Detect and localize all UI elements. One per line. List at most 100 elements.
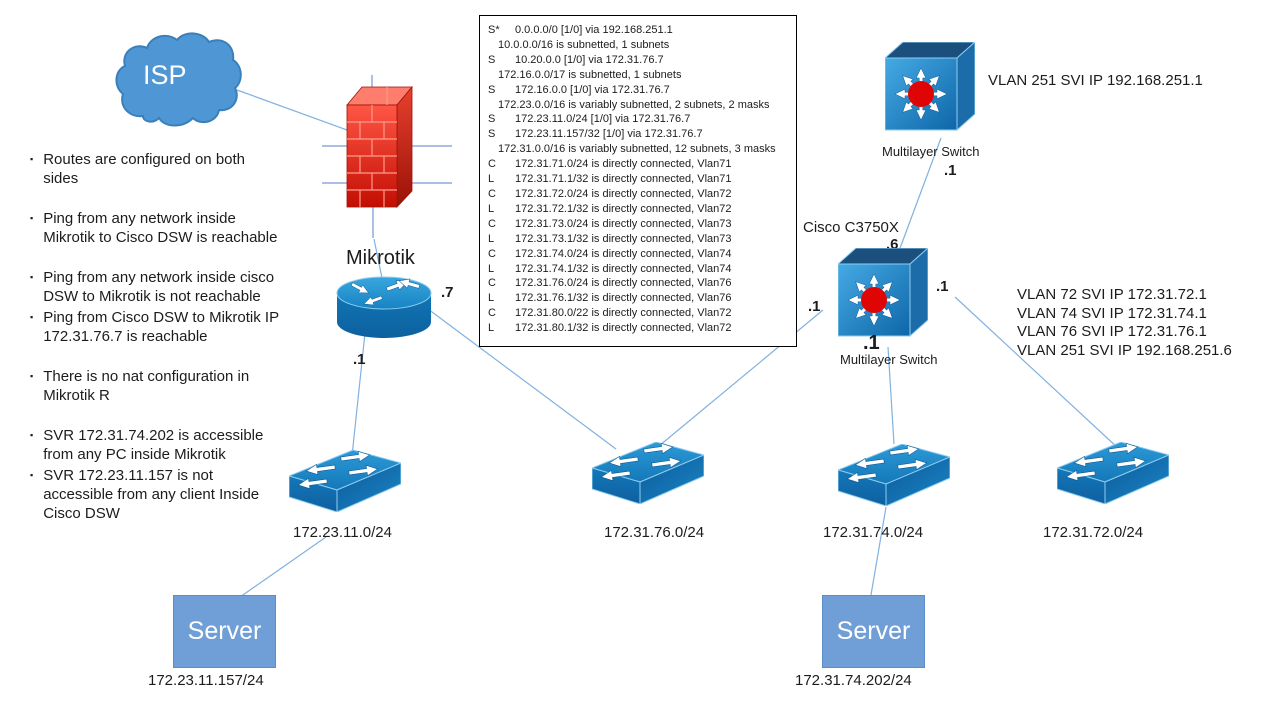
bullet-icon: ▪ [30, 470, 34, 480]
svi-line: VLAN 72 SVI IP 172.31.72.1 [1017, 286, 1207, 303]
route-text: 172.31.73.0/24 is directly connected, Vl… [515, 217, 732, 230]
switch-icon [289, 450, 401, 512]
note-text: Ping from Cisco DSW to Mikrotik IP 172.3… [43, 309, 279, 345]
mls-top-port: .1 [944, 162, 957, 179]
note-item: ▪There is no nat configuration in Mikrot… [30, 367, 284, 405]
switch-icon [592, 442, 704, 504]
c3750x-switch [838, 248, 928, 344]
routing-table: S*0.0.0.0/0 [1/0] via 192.168.251.1 10.0… [479, 15, 797, 347]
link-mikrotik-switch2 [427, 308, 617, 450]
switch-icon [838, 444, 950, 506]
route-text: 172.31.74.0/24 is directly connected, Vl… [515, 247, 732, 260]
route-text: 172.31.76.0/24 is directly connected, Vl… [515, 277, 732, 290]
route-code: C [488, 277, 496, 290]
route-code: C [488, 187, 496, 200]
note-text: Routes are configured on both sides [43, 151, 246, 187]
server-label: Server [836, 617, 911, 645]
c3750x-port-bottom: .1 [863, 332, 880, 354]
c3750x-caption: Multilayer Switch [840, 352, 938, 367]
route-text: 172.23.11.157/32 [1/0] via 172.31.76.7 [515, 128, 703, 141]
isp-label: ISP [143, 60, 187, 90]
route-text: 172.23.0.0/16 is variably subnetted, 2 s… [498, 98, 770, 111]
multilayer-switch-top [885, 42, 975, 138]
note-text: SVR 172.23.11.157 is not accessible from… [43, 467, 260, 522]
bullet-icon: ▪ [30, 371, 34, 381]
route-code: L [488, 262, 495, 275]
bullet-icon: ▪ [30, 430, 34, 440]
route-text: 172.31.71.1/32 is directly connected, Vl… [515, 173, 732, 186]
mikrotik-port-lan: .1 [353, 351, 366, 368]
c3750x-port-left: .1 [808, 298, 821, 315]
c3750x-port-right: .1 [936, 278, 949, 295]
route-text: 172.31.80.1/32 is directly connected, Vl… [515, 322, 732, 335]
multilayer-switch-icon [885, 42, 975, 138]
route-row: C 172.31.80.0/22 is directly connected, V… [488, 306, 790, 321]
switch4-subnet: 172.31.72.0/24 [1043, 524, 1144, 541]
link-isp-firewall [236, 89, 348, 131]
route-row: 172.16.0.0/17 is subnetted, 1 subnets [488, 68, 790, 83]
route-text: 0.0.0.0/0 [1/0] via 192.168.251.1 [515, 24, 673, 36]
link-firewall-mikrotik [373, 238, 384, 284]
mls-top-caption: Multilayer Switch [882, 144, 980, 159]
route-row: S 172.23.11.157/32 [1/0] via 172.31.76.7 [488, 127, 790, 142]
note-text: Ping from any network inside cisco DSW t… [43, 269, 275, 305]
switch3-subnet: 172.31.74.0/24 [823, 524, 924, 541]
mikrotik-port-wan: .7 [441, 284, 454, 301]
route-code: C [488, 247, 496, 260]
notes-list: ▪ Routes are configured on both sides ▪ Pi… [30, 150, 284, 525]
route-text: 172.31.80.0/22 is directly connected, Vl… [515, 307, 732, 320]
route-code: S [488, 113, 496, 126]
link-switch1-server1 [239, 536, 327, 598]
firewall-icon [322, 75, 452, 238]
note-item: ▪ Ping from Cisco DSW to Mikrotik IP 172.… [30, 308, 284, 346]
bullet-icon: ▪ [30, 213, 34, 223]
route-code: S [488, 53, 496, 66]
route-code: S [488, 83, 496, 96]
route-text: 172.31.74.1/32 is directly connected, Vl… [515, 262, 732, 275]
route-row: C 172.31.74.0/24 is directly connected, V… [488, 247, 790, 262]
bullet-icon: ▪ [30, 154, 34, 164]
route-text: 172.31.73.1/32 is directly connected, Vl… [515, 232, 732, 245]
route-row: C 172.31.73.0/24 is directly connected, V… [488, 217, 790, 232]
server1-ip: 172.23.11.157/24 [148, 672, 264, 689]
route-code: C [488, 158, 496, 171]
route-row: S 172.23.11.0/24 [1/0] via 172.31.76.7 [488, 112, 790, 127]
switch2 [592, 442, 704, 504]
c3750x-svi-list: VLAN 72 SVI IP 172.31.72.1 VLAN 74 SVI I… [1017, 286, 1232, 360]
switch3 [838, 444, 950, 506]
firewall [318, 75, 458, 243]
svi-line: VLAN 74 SVI IP 172.31.74.1 [1017, 304, 1207, 322]
mikrotik-router [336, 276, 432, 342]
note-item: ▪ Ping from any network inside Mikrotik t… [30, 209, 284, 247]
link-c3750x-switch4 [954, 296, 1120, 450]
route-code: S [488, 128, 496, 141]
bullet-icon: ▪ [30, 312, 34, 322]
switch1 [289, 450, 401, 512]
note-text: Ping from any network inside Mikrotik to… [43, 210, 278, 246]
server2: Server [822, 595, 925, 668]
route-text: 172.23.11.0/24 [1/0] via 172.31.76.7 [515, 113, 691, 126]
multilayer-switch-icon [838, 248, 928, 344]
note-item: ▪SVR 172.31.74.202 is accessible from an… [30, 426, 284, 464]
route-code: C [488, 307, 496, 320]
note-item: ▪ Routes are configured on both sides [30, 150, 284, 188]
link-c3750x-mlstop [898, 137, 942, 252]
c3750x-label: Cisco C3750X [803, 219, 899, 236]
route-text: 172.31.76.1/32 is directly connected, Vl… [515, 292, 732, 305]
switch-icon [1057, 442, 1169, 504]
route-code: L [488, 173, 495, 186]
switch1-subnet: 172.23.11.0/24 [293, 524, 392, 541]
cloud-icon [115, 32, 242, 127]
mls-top-svi-label: VLAN 251 SVI IP 192.168.251.1 [988, 72, 1203, 89]
route-text: 172.31.0.0/16 is variably subnetted, 12 … [498, 143, 776, 156]
route-text: 172.31.72.1/32 is directly connected, Vl… [515, 202, 732, 215]
route-code: C [488, 217, 496, 230]
route-code: L [488, 232, 495, 245]
